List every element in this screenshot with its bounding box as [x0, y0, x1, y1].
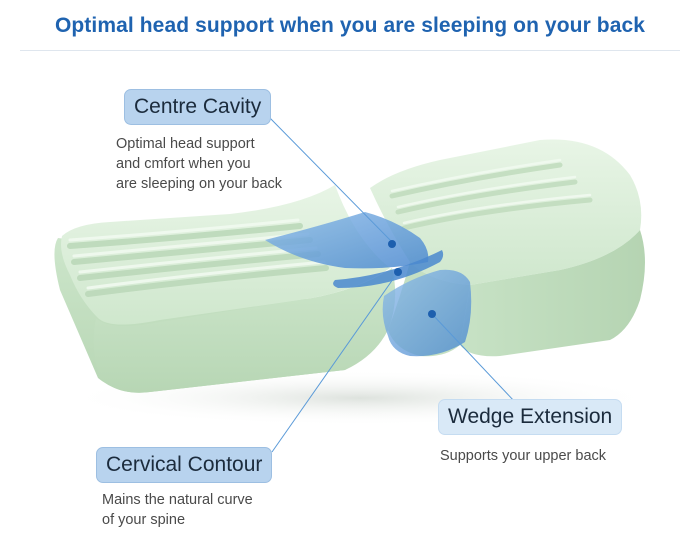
pillow-left-front-block: [93, 268, 396, 393]
cervical-contour-label: Cervical Contour: [96, 447, 273, 483]
centre-cavity-highlight: [265, 212, 429, 269]
wedge-extension-highlight: [382, 269, 472, 357]
wedge-extension-description: Supports your upper back: [440, 448, 607, 464]
pillow-right-top: [370, 139, 642, 285]
leader-lines: [267, 115, 516, 453]
wedge-extension-marker: [428, 310, 436, 318]
title-divider: [20, 50, 680, 51]
wedge-extension-label: Wedge Extension: [438, 399, 623, 435]
cervical-contour-marker: [394, 268, 402, 276]
page-title: Optimal head support when you are sleepi…: [54, 14, 646, 37]
centre-cavity-description: Optimal head support and cmfort when you…: [116, 136, 283, 192]
cervical-contour-description: Mains the natural curve of your spine: [102, 492, 253, 528]
centre-cavity-label: Centre Cavity: [124, 89, 272, 125]
centre-cavity-marker: [388, 240, 396, 248]
pillow-right-side-face: [460, 230, 645, 357]
cervical-contour-highlight: [333, 250, 444, 288]
